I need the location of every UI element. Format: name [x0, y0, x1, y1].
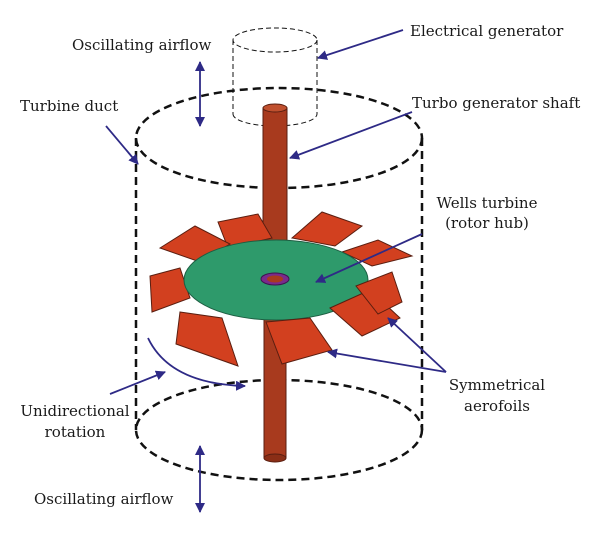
blade [329, 289, 401, 337]
turbo-generator-shaft-label: Turbo generator shaft [412, 94, 580, 112]
turbine-duct-label: Turbine duct [20, 97, 118, 115]
electrical-generator [232, 27, 318, 127]
rotation-label: rotation [45, 423, 106, 441]
symmetrical-pointer-1 [387, 317, 447, 373]
blade [290, 211, 364, 247]
electrical-generator-pointer [317, 29, 404, 60]
symmetrical-pointer-2 [327, 348, 447, 373]
unidirectional-pointer [109, 370, 166, 395]
front-blades [175, 271, 403, 367]
turbine-duct-pointer [105, 125, 139, 165]
annotation-arrows [105, 29, 447, 513]
wells-turbine-pointer [315, 233, 423, 283]
blade [355, 271, 403, 315]
oscillating-airflow-top-label: Oscillating airflow [72, 36, 212, 54]
aerofoils-label: aerofoils [464, 397, 530, 415]
electrical-generator-label: Electrical generator [410, 22, 564, 40]
rotor-hub [183, 239, 369, 321]
oscillating-airflow-bottom-label: Oscillating airflow [34, 490, 174, 508]
blade [175, 311, 239, 367]
wells-turbine-label: Wells turbine [437, 194, 538, 212]
blade [149, 267, 191, 313]
back-blades [149, 211, 414, 313]
unidirectional-label: Unidirectional [20, 402, 129, 420]
turbo-shaft-pointer [289, 111, 413, 160]
symmetrical-label: Symmetrical [449, 376, 545, 394]
rotation-arc [147, 337, 246, 391]
rotor-hub-label: (rotor hub) [445, 214, 529, 232]
